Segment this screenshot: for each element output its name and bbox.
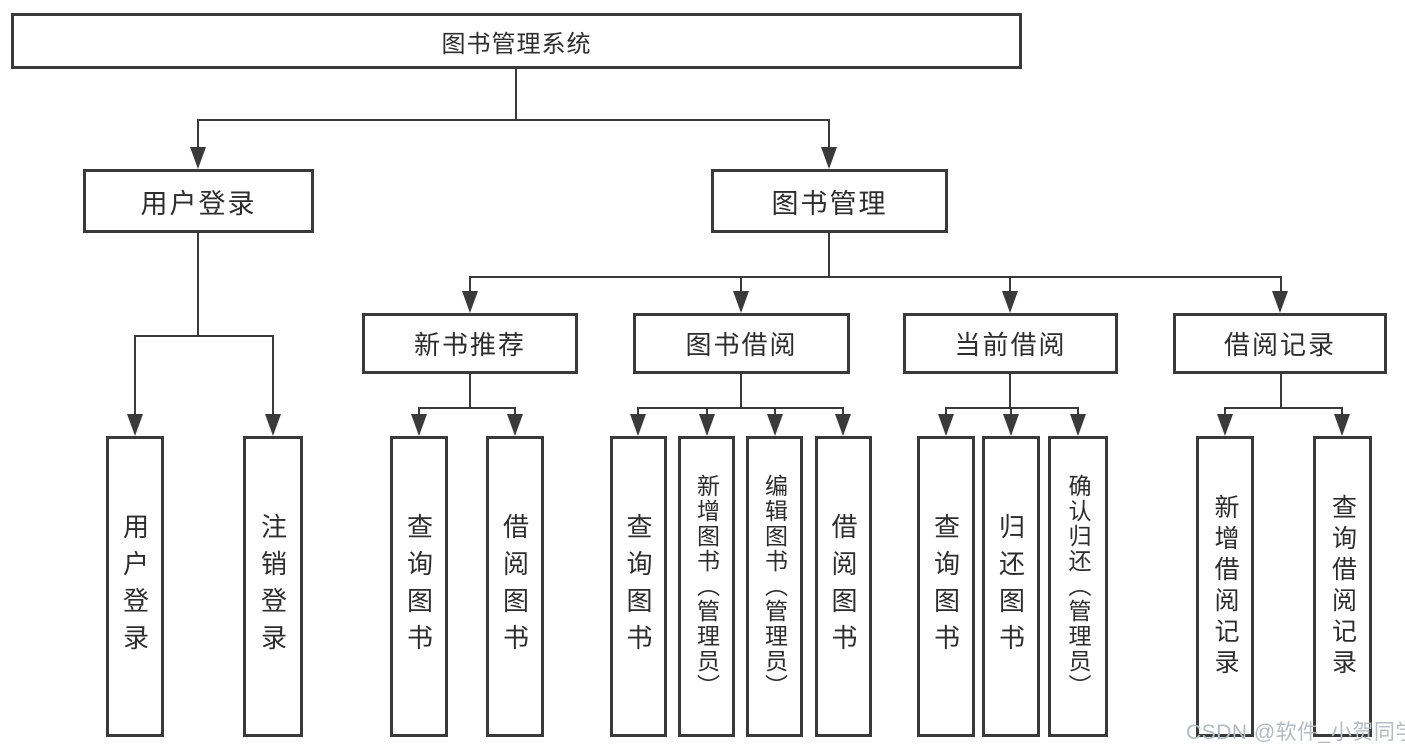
leaf-query-borrow-record: 查询借阅记录 [1313, 436, 1372, 737]
connector-book-management-distributor [469, 276, 1282, 278]
node-root-library-system: 图书管理系统 [11, 13, 1022, 69]
connector-current-borrow-stub [1009, 373, 1011, 409]
leaf-label: 确认归还（管理员） [1065, 474, 1091, 699]
arrow-down-icon [630, 414, 646, 436]
leaf-label: 查询借阅记录 [1328, 493, 1357, 680]
node-label: 图书管理系统 [441, 30, 592, 58]
arrow-down-icon [767, 414, 783, 436]
connector-drop-leaf [706, 407, 708, 416]
connector-current-borrow-distributor [945, 407, 1079, 409]
connector-borrow-records-stub [1280, 373, 1282, 409]
arrow-down-icon [127, 414, 143, 436]
leaf-edit-books-admin: 编辑图书（管理员） [746, 436, 803, 737]
node-label: 用户登录 [140, 188, 257, 219]
arrow-down-icon [1334, 414, 1350, 436]
leaf-borrow-books-recommend: 借阅图书 [486, 436, 544, 737]
connector-book-management-stub [828, 232, 830, 278]
connector-drop-book-management [828, 119, 830, 149]
connector-drop-leaf [1010, 407, 1012, 416]
connector-drop-leaf [637, 407, 639, 416]
connector-drop-leaf [134, 335, 136, 415]
leaf-query-books-current: 查询图书 [917, 436, 975, 737]
connector-drop-lvl3 [469, 276, 471, 293]
arrow-down-icon [265, 414, 281, 436]
arrow-down-icon [1002, 291, 1018, 313]
connector-new-books-distributor [418, 407, 516, 409]
connector-drop-leaf [1077, 407, 1079, 416]
leaf-add-books-admin: 新增图书（管理员） [678, 436, 735, 737]
leaf-label: 查询图书 [930, 512, 961, 661]
connector-drop-leaf [514, 407, 516, 416]
node-user-login: 用户登录 [83, 169, 314, 233]
connector-new-books-stub [469, 373, 471, 409]
arrow-down-icon [938, 414, 954, 436]
node-book-management: 图书管理 [711, 169, 948, 233]
node-current-borrow: 当前借阅 [903, 313, 1118, 374]
connector-drop-lvl3 [740, 276, 742, 293]
leaf-label: 新增图书（管理员） [693, 474, 720, 699]
node-label: 图书管理 [771, 188, 888, 219]
connector-book-borrow-distributor [637, 407, 844, 409]
connector-drop-leaf [945, 407, 947, 416]
arrow-down-icon [1070, 414, 1086, 436]
leaf-label: 编辑图书（管理员） [761, 474, 788, 699]
connector-drop-lvl3 [1280, 276, 1282, 293]
arrow-down-icon [699, 414, 715, 436]
leaf-label: 归还图书 [995, 512, 1026, 661]
leaf-borrow-books: 借阅图书 [815, 436, 872, 737]
connector-root-distributor [197, 119, 830, 121]
leaf-add-borrow-record: 新增借阅记录 [1196, 436, 1254, 737]
leaf-query-books-recommend: 查询图书 [390, 436, 448, 737]
connector-drop-leaf [1224, 407, 1226, 416]
node-book-borrow: 图书借阅 [633, 313, 850, 374]
leaf-label: 查询图书 [623, 512, 653, 661]
leaf-logout: 注销登录 [243, 436, 303, 737]
arrow-down-icon [835, 414, 851, 436]
watermark: CSDN @软件_小贺同学 [1186, 721, 1405, 744]
arrow-down-icon [1272, 291, 1288, 313]
leaf-label: 注销登录 [257, 512, 288, 661]
connector-drop-leaf [842, 407, 844, 416]
leaf-label: 新增借阅记录 [1211, 493, 1239, 680]
connector-drop-lvl3 [1009, 276, 1011, 293]
leaf-label: 借阅图书 [499, 512, 530, 661]
leaf-query-books-borrow: 查询图书 [610, 436, 667, 737]
node-new-book-recommend: 新书推荐 [362, 313, 578, 374]
node-label: 借阅记录 [1223, 330, 1336, 360]
connector-book-borrow-stub [740, 373, 742, 409]
node-borrow-records: 借阅记录 [1173, 313, 1387, 374]
leaf-confirm-return-admin: 确认归还（管理员） [1048, 436, 1108, 737]
leaf-label: 查询图书 [403, 512, 434, 661]
arrow-down-icon [411, 414, 427, 436]
arrow-down-icon [733, 291, 749, 313]
leaf-label: 借阅图书 [828, 512, 858, 661]
connector-drop-leaf [272, 335, 274, 415]
arrow-down-icon [507, 414, 523, 436]
connector-borrow-records-distributor [1224, 407, 1343, 409]
arrow-down-icon [462, 291, 478, 313]
arrow-down-icon [190, 147, 206, 169]
connector-drop-leaf [1341, 407, 1343, 416]
connector-drop-leaf [418, 407, 420, 416]
node-label: 图书借阅 [685, 330, 798, 360]
leaf-user-login: 用户登录 [106, 436, 164, 737]
node-label: 当前借阅 [954, 330, 1067, 360]
arrow-down-icon [1217, 414, 1233, 436]
connector-drop-leaf [774, 407, 776, 416]
node-label: 新书推荐 [413, 330, 526, 360]
connector-root-stub [515, 68, 517, 121]
connector-user-login-distributor [134, 335, 274, 337]
connector-user-login-stub [197, 232, 199, 337]
leaf-label: 用户登录 [119, 512, 150, 661]
leaf-return-books: 归还图书 [982, 436, 1040, 737]
arrow-down-icon [1003, 414, 1019, 436]
connector-drop-user-login [197, 119, 199, 149]
arrow-down-icon [821, 147, 837, 169]
